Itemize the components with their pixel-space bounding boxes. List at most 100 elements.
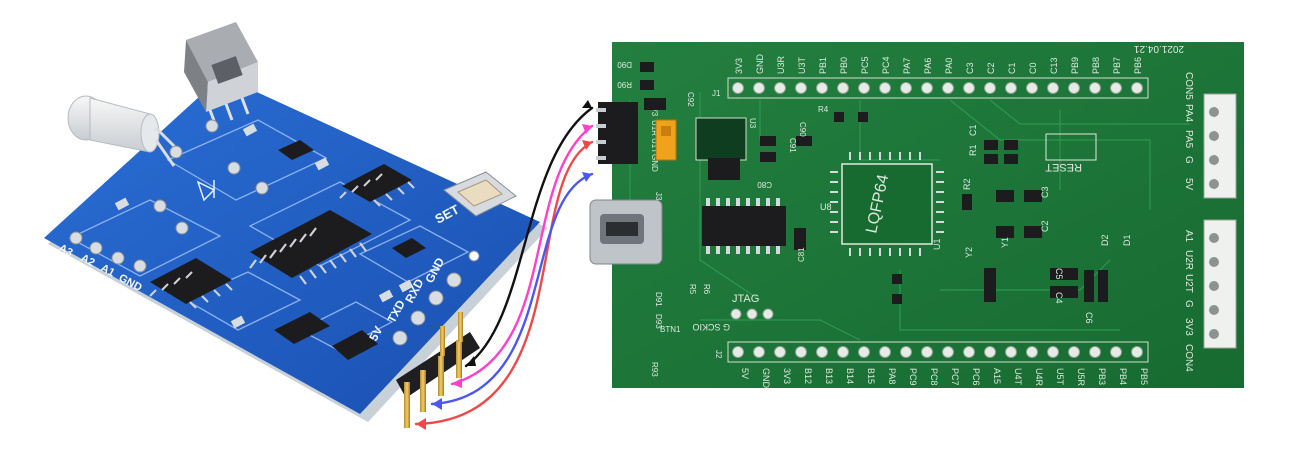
bottom-pin-label: U5R	[1076, 368, 1086, 387]
top-pin-label: 3V3	[734, 58, 744, 74]
analog-header	[69, 231, 147, 273]
bottom-pin-label: PC9	[908, 368, 918, 386]
con4-label: CON4	[1183, 344, 1194, 372]
bottom-pin-label: PA8	[887, 368, 897, 384]
designator-d1: D1	[1122, 234, 1132, 246]
designator-r2: R2	[962, 178, 972, 190]
con4-pin-label: 3V3	[1183, 318, 1194, 336]
top-pin-label: C2	[986, 62, 996, 74]
jtag-label: JTAG	[732, 293, 759, 305]
arrowhead-pink-start	[452, 378, 462, 388]
designator-u8: U8	[820, 202, 832, 212]
con4-pin-label: U2R	[1183, 250, 1194, 270]
top-pin-label: PB1	[818, 57, 828, 74]
j1-pin-label: U1T	[650, 138, 659, 153]
blue-ir-board: SET A3 A2 A1 GND 5V TXD RXD GND	[44, 22, 548, 428]
date-label: 2021.04.21	[1134, 43, 1184, 54]
con4-pin-labels: A1 U2R U2T G 3V3	[1183, 230, 1194, 336]
j1-header	[596, 102, 638, 164]
wire-red	[414, 140, 594, 426]
wire-pink	[450, 124, 594, 386]
top-pin-label: PA6	[923, 58, 933, 74]
top-header-labels: 3V3 GND U3R U3T PB1 PB0 PC5 PC4 PA7 PA6 …	[734, 54, 1143, 75]
designator-j2: J2	[714, 350, 723, 359]
top-pin-label: U3R	[776, 55, 786, 74]
mcu-footprint	[830, 152, 944, 256]
designator-d90: D90	[617, 60, 632, 69]
designator-y1: Y1	[1000, 237, 1010, 248]
designator-r4: R4	[818, 105, 829, 114]
top-pin-label: PA7	[902, 58, 912, 74]
con5-pin-label: 5V	[1183, 178, 1194, 191]
top-pin-label: U3T	[797, 56, 807, 74]
jumper	[655, 119, 677, 161]
con5-pin-labels: PA4 PA5 G 5V	[1183, 104, 1194, 191]
arrowhead-blue	[582, 172, 592, 182]
micro-usb-connector	[589, 199, 663, 265]
designator-c80: C80	[757, 180, 772, 189]
con4-pin-label: A1	[1183, 230, 1194, 243]
designator-c1: C1	[968, 124, 978, 136]
wire-black	[464, 106, 594, 368]
bottom-pin-label: B14	[845, 368, 855, 384]
top-header-holes	[732, 82, 1143, 94]
usb-serial-ic	[702, 198, 786, 254]
connection-wires	[414, 100, 594, 430]
bottom-pin-label: PB5	[1139, 368, 1149, 385]
designator-c81: C81	[797, 247, 806, 262]
bottom-pin-label: U4T	[1013, 368, 1023, 386]
designator-r6: R6	[702, 284, 711, 295]
designator-r93: R93	[650, 362, 659, 377]
top-pin-label: C13	[1049, 57, 1059, 74]
j1-pin-label: U1R	[650, 120, 659, 136]
ir-receiver-module	[184, 22, 258, 127]
con4-connector	[1203, 219, 1237, 349]
designator-u1: U1	[932, 238, 942, 250]
con5-connector	[1203, 93, 1237, 199]
designator-y2: Y2	[964, 247, 974, 258]
designator-c90: C90	[798, 122, 807, 137]
ic-soic8-left	[149, 258, 233, 309]
bottom-header-holes	[732, 346, 1143, 358]
ic-soic8-top	[339, 164, 415, 207]
designator-c91: C91	[788, 138, 797, 153]
bottom-pin-label: PC6	[971, 368, 981, 386]
arrowhead-pink	[582, 124, 592, 134]
analog-label-a3: A3	[57, 242, 75, 259]
jtag-pins-label: G SCKIO	[692, 322, 730, 332]
jtag-header	[730, 308, 774, 320]
bottom-pin-label: PC8	[929, 368, 939, 386]
con5-label: CON5	[1183, 72, 1194, 100]
designator-c3: C3	[1040, 186, 1050, 198]
designator-r90: R90	[617, 80, 632, 89]
designator-r1: R1	[968, 144, 978, 156]
bottom-pin-label: B13	[824, 368, 834, 384]
arrowhead-red-start	[416, 418, 426, 430]
top-pin-label: C1	[1007, 62, 1017, 74]
bottom-pin-label: PB3	[1097, 368, 1107, 385]
green-stm32-board: 3V3 GND U3R U3T PB1 PB0 PC5 PC4 PA7 PA6 …	[589, 42, 1244, 389]
con5-pin-label: G	[1183, 156, 1194, 164]
arrowhead-blue-start	[432, 398, 442, 410]
uart-pads	[392, 272, 462, 346]
voltage-regulator	[695, 117, 747, 180]
designator-j1: J1	[712, 89, 721, 98]
bottom-header-labels: 5V GND 3V3 B12 B13 B14 B15 PA8 PC9 PC8 P…	[740, 368, 1149, 389]
designator-d91: D91	[654, 292, 663, 307]
designator-c92: C92	[686, 92, 695, 107]
top-pin-label: PB6	[1133, 57, 1143, 74]
arrowhead-red	[582, 140, 592, 150]
con5-pin-label: PA4	[1183, 104, 1194, 123]
bottom-pin-label: B15	[866, 368, 876, 384]
con5-pin-label: PA5	[1183, 130, 1194, 149]
analog-label-a2: A2	[79, 252, 97, 269]
designator-c2: C2	[1040, 220, 1050, 232]
diode-symbol	[196, 180, 216, 202]
smd-parts	[114, 123, 480, 360]
top-pin-label: PB8	[1091, 57, 1101, 74]
ic-soic14	[249, 210, 372, 285]
reset-label: RESET	[1045, 161, 1082, 173]
uart-label-5v: 5V	[366, 324, 385, 344]
con4-pin-label: G	[1183, 300, 1194, 308]
top-pin-label: PB9	[1070, 57, 1080, 74]
